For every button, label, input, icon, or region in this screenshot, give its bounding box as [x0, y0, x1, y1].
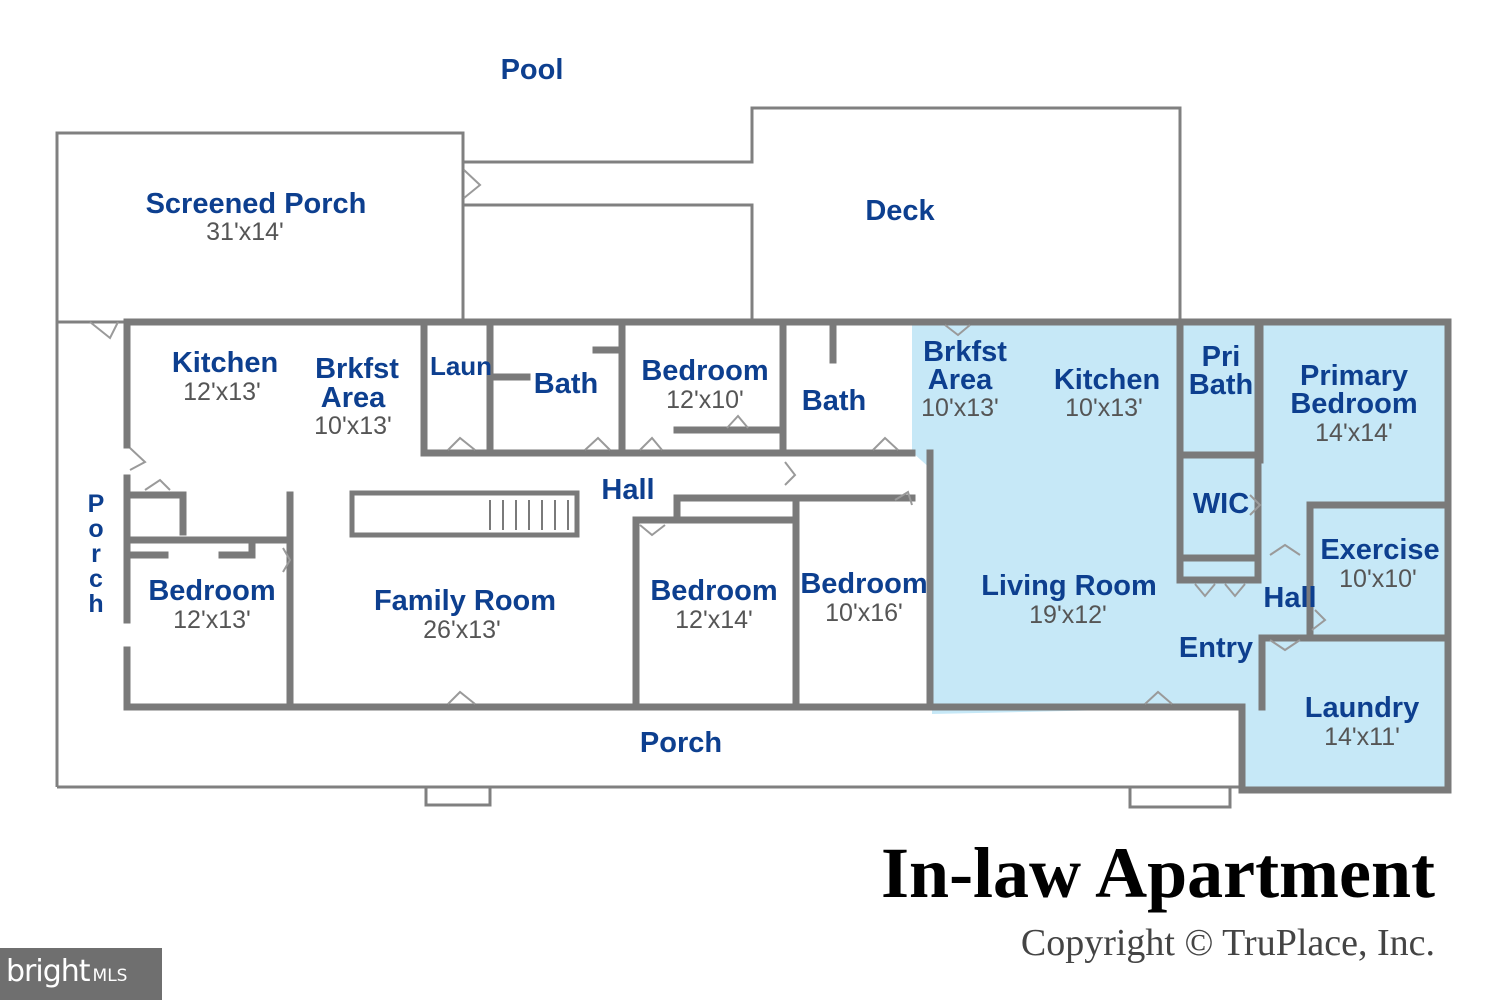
porch-side-letter: P — [88, 490, 105, 518]
label-wic: WIC — [1193, 488, 1249, 520]
label-brkfst-main-dim: 10'x13' — [314, 412, 392, 440]
label-bedroom-left: Bedroom — [148, 575, 275, 607]
label-bedroom-right-dim: 10'x16' — [825, 599, 903, 627]
porch-side-letter: r — [91, 540, 101, 568]
label-bedroom-mid: Bedroom — [650, 575, 777, 607]
label-kitchen-main-dim: 12'x13' — [183, 378, 261, 406]
label-kitchen-main: Kitchen — [172, 347, 278, 379]
porch-side-letter: h — [88, 590, 103, 618]
label-screened-porch-dim: 31'x14' — [206, 218, 284, 246]
door-marks — [89, 169, 1327, 705]
label-porch-bottom: Porch — [640, 727, 722, 759]
label-kitchen-apt-dim: 10'x13' — [1065, 394, 1143, 422]
label-pri-bath-line1: Pri — [1202, 341, 1241, 373]
label-brkfst-apt-line2: Area — [928, 364, 993, 396]
label-brkfst-apt-dim: 10'x13' — [921, 394, 999, 422]
label-bedroom-right: Bedroom — [800, 568, 927, 600]
label-pool: Pool — [501, 54, 564, 86]
label-primary-bedroom-line2: Bedroom — [1290, 388, 1417, 420]
label-bedroom-top: Bedroom — [641, 355, 768, 387]
plan-title: In-law Apartment — [881, 833, 1435, 913]
exterior-outlines — [55, 106, 1242, 809]
label-bedroom-top-dim: 12'x10' — [666, 386, 744, 414]
walls — [123, 318, 1452, 794]
label-brkfst-apt-line1: Brkfst — [923, 336, 1007, 368]
label-primary-bedroom-line1: Primary — [1300, 360, 1408, 392]
label-brkfst-main-line1: Brkfst — [315, 353, 399, 385]
label-screened-porch: Screened Porch — [146, 188, 367, 220]
label-exercise: Exercise — [1320, 534, 1439, 566]
label-hall-main: Hall — [601, 474, 654, 506]
label-laun: Laun — [430, 351, 492, 381]
staircase — [349, 490, 580, 538]
porch-side-letter: c — [89, 565, 103, 593]
label-bath-1: Bath — [534, 368, 598, 400]
label-bedroom-mid-dim: 12'x14' — [675, 606, 753, 634]
label-living-room: Living Room — [981, 570, 1157, 602]
label-primary-bedroom-dim: 14'x14' — [1315, 419, 1393, 447]
label-bath-2: Bath — [802, 385, 866, 417]
label-exercise-dim: 10'x10' — [1339, 565, 1417, 593]
label-laundry: Laundry — [1305, 692, 1419, 724]
label-deck: Deck — [865, 195, 935, 227]
label-pri-bath-line2: Bath — [1189, 369, 1253, 401]
label-kitchen-apt: Kitchen — [1054, 364, 1160, 396]
label-brkfst-main-line2: Area — [321, 382, 386, 414]
label-living-room-dim: 19'x12' — [1029, 601, 1107, 629]
label-laundry-dim: 14'x11' — [1324, 723, 1400, 751]
label-family-room: Family Room — [374, 585, 556, 617]
label-bedroom-left-dim: 12'x13' — [173, 606, 251, 634]
label-hall-apt: Hall — [1263, 582, 1316, 614]
porch-side-letter: o — [88, 515, 103, 543]
copyright-text: Copyright © TruPlace, Inc. — [1021, 922, 1435, 964]
badge-sub-text: MLS — [92, 966, 128, 986]
label-family-room-dim: 26'x13' — [423, 616, 501, 644]
badge-main-text: bright — [6, 954, 91, 989]
label-entry: Entry — [1179, 632, 1253, 664]
